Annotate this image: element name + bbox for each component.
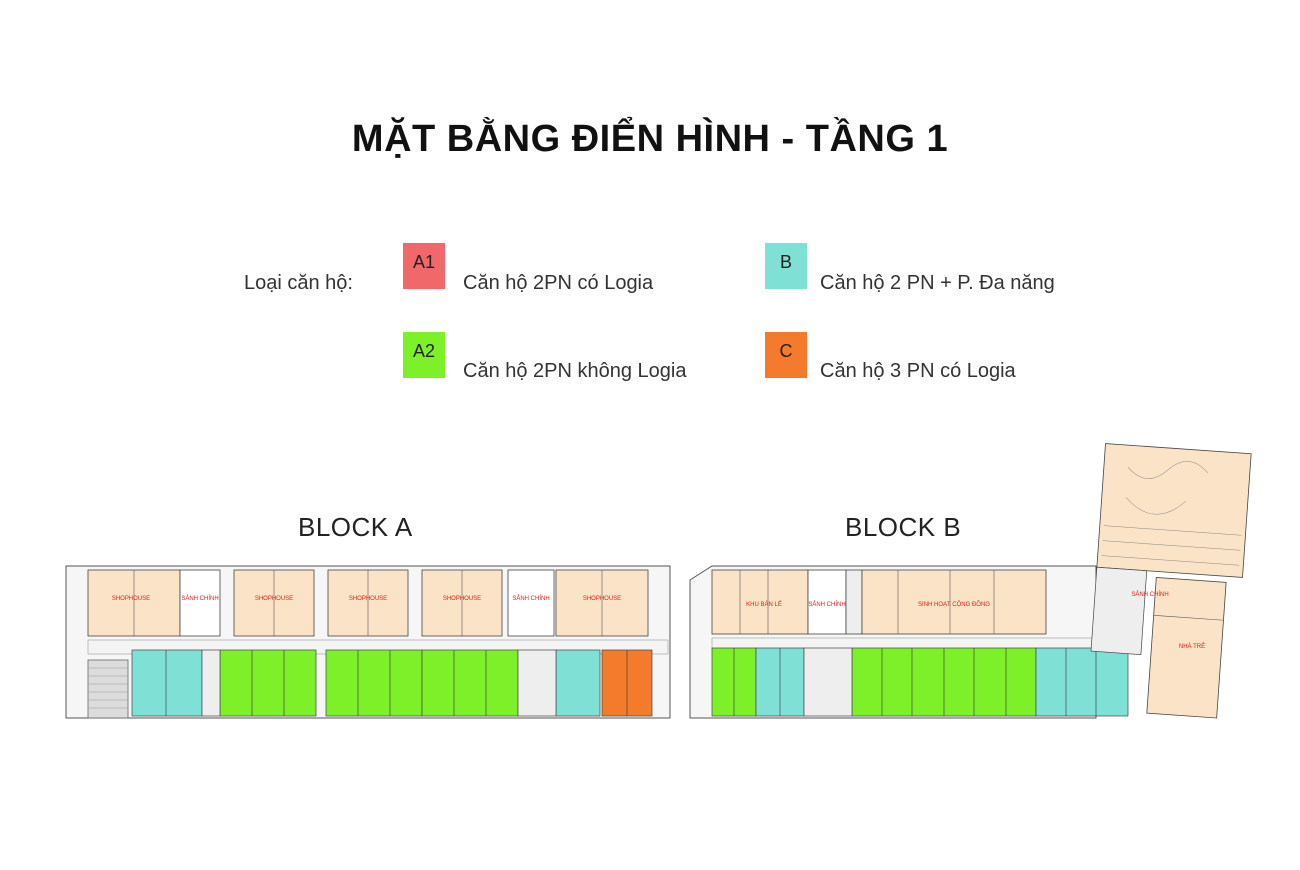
block-b-nursery	[1146, 577, 1227, 719]
block-b-room-label-3: SINH HOẠT CỘNG ĐỒNG	[918, 601, 990, 608]
block-b-room-label-1: KHU BÁN LẺ	[746, 601, 782, 608]
page-title: MẶT BẰNG ĐIỂN HÌNH - TẦNG 1	[351, 118, 949, 160]
block-b-room-label-4: SẢNH CHÍNH	[1131, 591, 1168, 598]
legend-text-b: Căn hộ 2 PN + P. Đa năng	[820, 272, 1055, 294]
block-a-shophouse-dividers	[133, 570, 603, 636]
block-b-wing	[1090, 443, 1252, 719]
block-a-stair	[87, 659, 129, 719]
block-a-core-1	[201, 649, 221, 717]
legend-swatch-a1: A1	[403, 243, 445, 289]
block-b-retail	[711, 569, 809, 635]
block-b-apartments	[711, 647, 1129, 717]
block-b-wing-top	[1096, 443, 1252, 578]
block-b-room-label-5: NHÀ TRẺ	[1179, 643, 1205, 650]
legend-swatch-a2: A2	[403, 332, 445, 378]
block-a-room-label-5: SHOPHOUSE	[443, 596, 481, 602]
legend-label: Loại căn hộ:	[244, 272, 353, 294]
block-b-wing-core	[1090, 566, 1148, 655]
block-a-room-label-3: SHOPHOUSE	[255, 596, 293, 602]
block-b-room-label-2: SẢNH CHÍNH	[808, 601, 845, 608]
block-a-room-label-1: SHOPHOUSE	[112, 596, 150, 602]
block-a-room-label-4: SHOPHOUSE	[349, 596, 387, 602]
block-a-apartments	[131, 649, 653, 717]
legend-swatch-b: B	[765, 243, 807, 289]
block-a-apartment-dividers	[165, 650, 628, 716]
block-b-retail-dividers	[739, 570, 769, 634]
block-b-community-dividers	[897, 570, 995, 634]
block-a-lobby-2	[507, 569, 555, 637]
block-a-room-label-2: SẢNH CHÍNH	[181, 595, 218, 602]
legend-text-a2: Căn hộ 2PN không Logia	[463, 360, 687, 382]
block-b-core	[845, 569, 863, 635]
block-a-label: BLOCK A	[298, 512, 413, 542]
block-b-wing-detail	[1101, 461, 1242, 566]
block-a-room-label-7: SHOPHOUSE	[583, 596, 621, 602]
block-b-community-room	[861, 569, 1047, 635]
legend-swatch-c: C	[765, 332, 807, 378]
block-b-core-2	[803, 647, 853, 717]
block-b-apartment-dividers	[733, 648, 1097, 716]
legend-text-c: Căn hộ 3 PN có Logia	[820, 360, 1016, 382]
block-a-plan: SHOPHOUSE SẢNH CHÍNH SHOPHOUSE SHOPHOUSE…	[65, 565, 671, 719]
block-a-core-2	[517, 649, 557, 717]
block-b-nursery-divider	[1153, 615, 1224, 621]
block-a-lobby-1	[179, 569, 221, 637]
block-a-stair-hatch	[88, 667, 128, 709]
block-a-room-label-6: SẢNH CHÍNH	[512, 595, 549, 602]
block-b-label: BLOCK B	[845, 512, 962, 542]
block-b-plan: KHU BÁN LẺ SẢNH CHÍNH SINH HOẠT CỘNG ĐỒN…	[689, 443, 1252, 719]
legend-text-a1: Căn hộ 2PN có Logia	[463, 272, 654, 294]
